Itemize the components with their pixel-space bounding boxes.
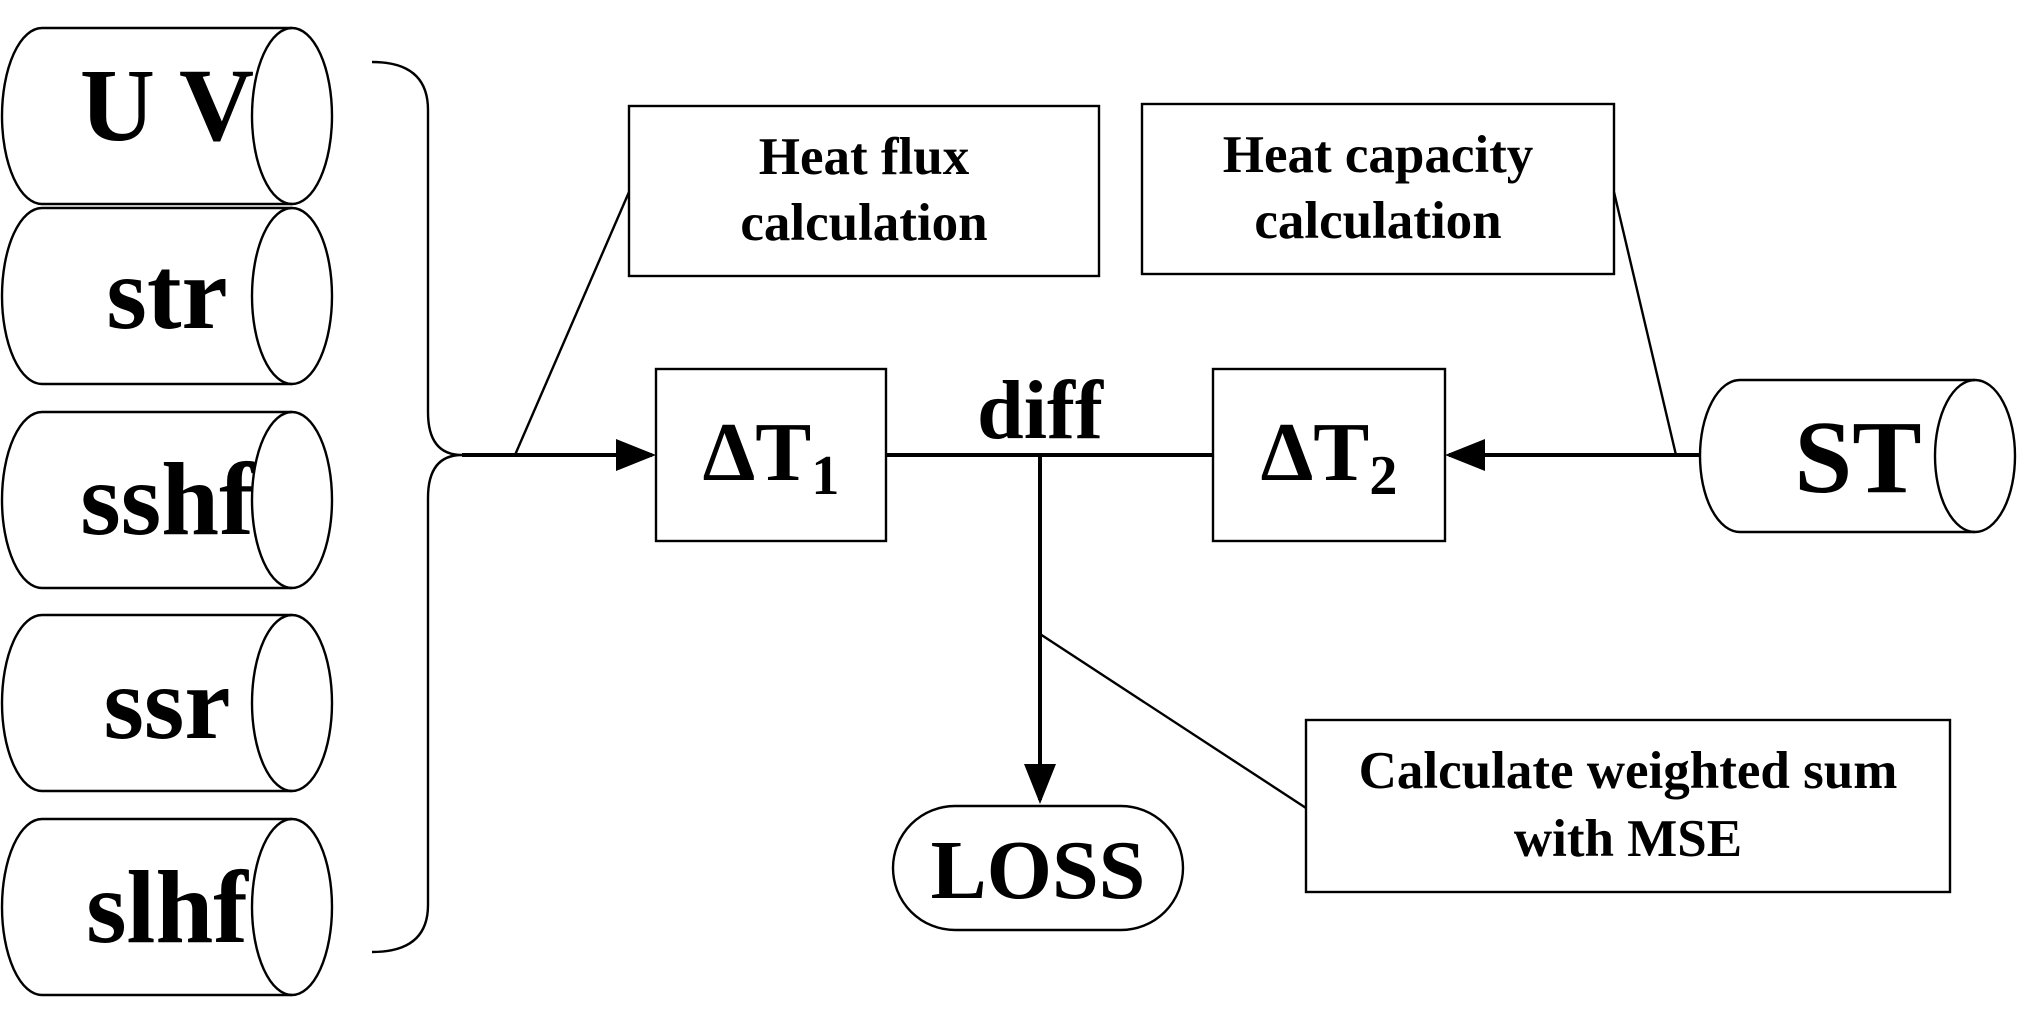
delta-t1-label: ΔT1 bbox=[703, 406, 840, 507]
heat-flux-leader-line bbox=[513, 191, 631, 456]
st-cylinder: ST bbox=[1698, 378, 2017, 534]
input-cylinder-str: str bbox=[0, 206, 334, 386]
weighted-sum-label-line1: Calculate weighted sum bbox=[1359, 742, 1898, 800]
heat-capacity-label-line1: Heat capacity bbox=[1223, 126, 1534, 184]
loss-label: LOSS bbox=[931, 824, 1146, 917]
input-label-ssr: ssr bbox=[103, 646, 230, 761]
delta-t2-label: ΔT2 bbox=[1261, 406, 1398, 507]
weighted-sum-label-line2: with MSE bbox=[1514, 810, 1742, 868]
diff-label: diff bbox=[977, 364, 1104, 457]
heat-flux-box: Heat flux calculation bbox=[627, 104, 1101, 278]
heat-capacity-box: Heat capacity calculation bbox=[1140, 102, 1616, 276]
input-cylinder-ssr: ssr bbox=[0, 613, 334, 793]
input-label-uv: U V bbox=[80, 48, 254, 163]
weighted-sum-leader-line bbox=[1039, 632, 1307, 810]
weighted-sum-box: Calculate weighted sum with MSE bbox=[1304, 718, 1952, 894]
heat-capacity-label-line2: calculation bbox=[1254, 192, 1501, 250]
heat-capacity-leader-line bbox=[1612, 191, 1678, 456]
heat-flux-label-line2: calculation bbox=[740, 194, 987, 252]
input-cylinder-uv: U V bbox=[0, 26, 334, 206]
input-cylinder-slhf: slhf bbox=[0, 817, 334, 997]
loss-terminal: LOSS bbox=[891, 804, 1185, 932]
input-label-sshf: sshf bbox=[80, 442, 255, 557]
delta-t2-box: ΔT2 bbox=[1211, 367, 1447, 543]
input-group-brace bbox=[371, 60, 463, 954]
heat-flux-label-line1: Heat flux bbox=[759, 128, 970, 186]
st-label: ST bbox=[1794, 400, 1921, 515]
input-label-str: str bbox=[106, 236, 227, 351]
input-cylinder-sshf: sshf bbox=[0, 410, 334, 590]
input-label-slhf: slhf bbox=[86, 850, 249, 965]
delta-t1-box: ΔT1 bbox=[654, 367, 888, 543]
